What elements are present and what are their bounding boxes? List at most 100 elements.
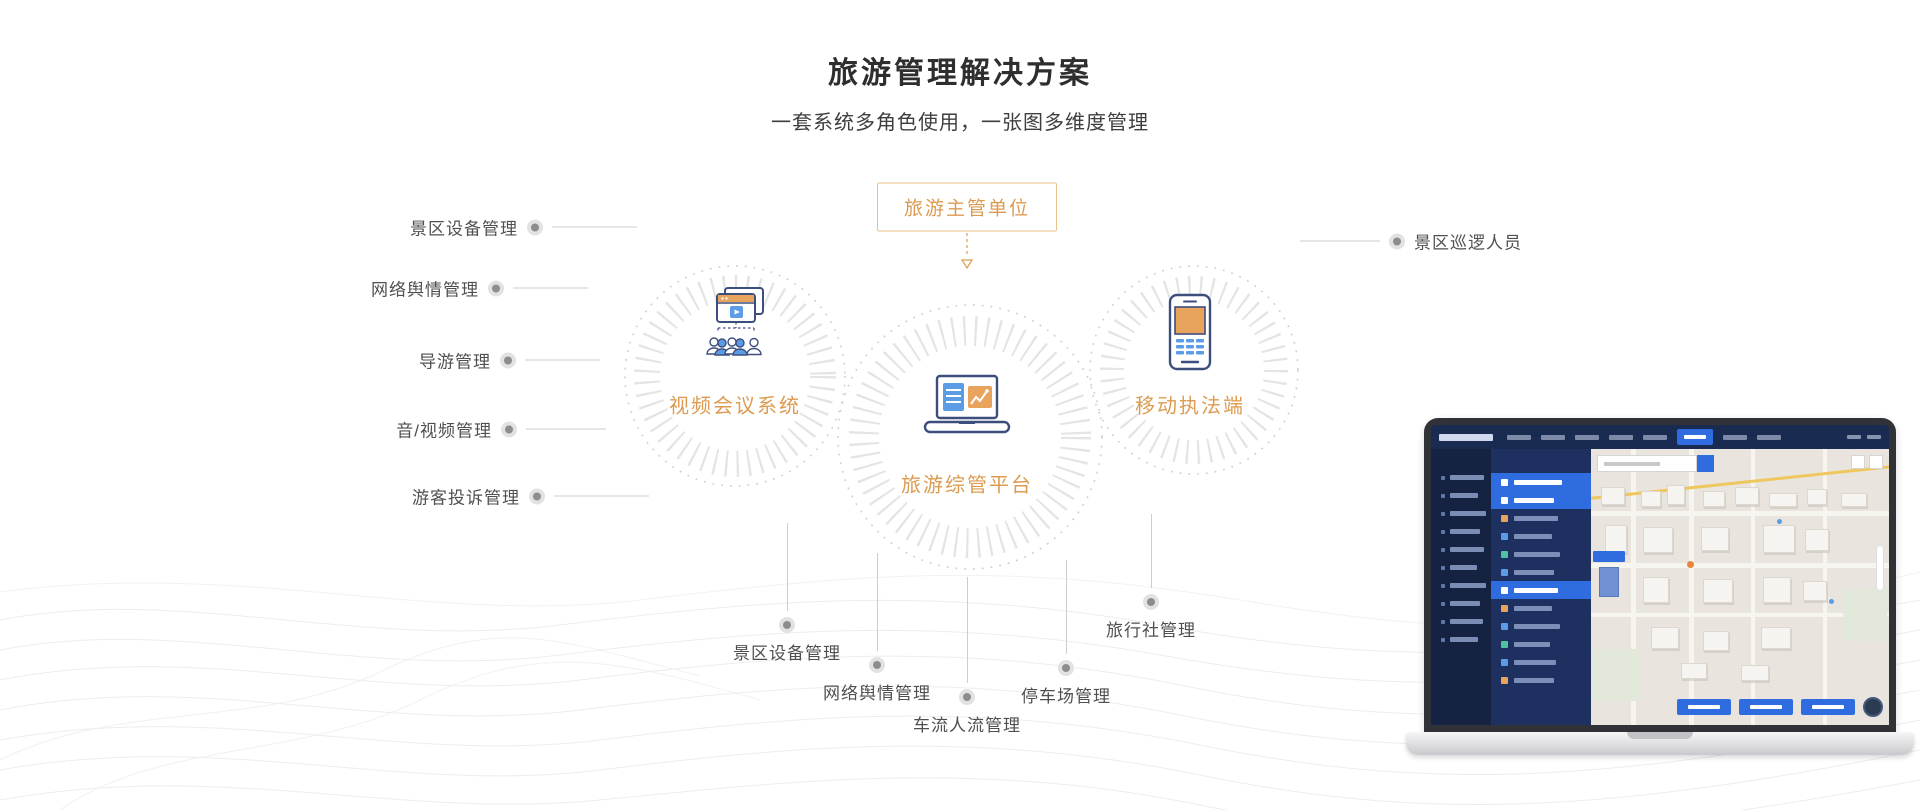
map-road [1751, 449, 1755, 725]
map-road [1591, 563, 1889, 568]
sidebar-item [1441, 601, 1491, 606]
sidebar-item [1441, 493, 1491, 498]
list-item [1491, 671, 1591, 689]
map-action-button [1801, 699, 1855, 715]
map-building [1769, 493, 1797, 507]
map-building [1763, 525, 1795, 553]
dot-marker [1062, 664, 1070, 672]
dot-marker [963, 693, 971, 701]
map-control-button [1851, 455, 1865, 469]
map-building [1807, 489, 1827, 505]
dot-marker [504, 356, 512, 364]
sidebar-item [1441, 475, 1491, 480]
leader-line [526, 428, 606, 430]
leader-line [513, 287, 588, 289]
list-item [1491, 653, 1591, 671]
map-building [1703, 579, 1733, 603]
map-building [1601, 487, 1625, 505]
page-subtitle: 一套系统多角色使用，一张图多维度管理 [771, 112, 1149, 134]
sidebar-item [1441, 637, 1491, 642]
page-title: 旅游管理解决方案 [828, 57, 1092, 90]
leader-left-3: 导游管理 [419, 348, 600, 373]
map-compass-button [1863, 697, 1883, 717]
dot-marker [1393, 237, 1401, 245]
sidebar-item [1441, 547, 1491, 552]
map-green-area [1591, 649, 1639, 701]
nav-tab [1723, 434, 1747, 440]
dashboard-nav-right [1847, 435, 1881, 439]
list-item-active [1491, 581, 1591, 599]
leader-line [552, 226, 637, 228]
nav-tab [1541, 434, 1565, 440]
map-building [1841, 493, 1867, 507]
leader-label: 景区设备管理 [733, 644, 841, 663]
leader-label: 旅行社管理 [1106, 621, 1196, 640]
node-label-mobile: 移动执法端 [1135, 395, 1245, 418]
leader-label: 网络舆情管理 [371, 280, 479, 300]
dashboard-sidebar [1431, 449, 1491, 725]
dashboard-body [1431, 449, 1889, 725]
leader-left-2: 网络舆情管理 [371, 276, 588, 301]
list-item [1491, 563, 1591, 581]
map-building [1643, 577, 1669, 603]
leader-line [1150, 514, 1152, 588]
nav-tab [1609, 434, 1633, 440]
map-building [1701, 527, 1729, 551]
dashboard-logo [1439, 433, 1493, 441]
map-marker-blue [1777, 519, 1782, 524]
map-building [1651, 627, 1679, 649]
map-marker-blue [1829, 599, 1834, 604]
nav-tab [1507, 434, 1531, 440]
sidebar-item [1441, 565, 1491, 570]
leader-bottom-5: 旅行社管理 [1106, 514, 1196, 641]
map-building [1805, 529, 1829, 551]
map-road [1631, 449, 1636, 725]
map-building [1641, 491, 1661, 507]
leader-line [786, 523, 788, 611]
map-green-area [1843, 589, 1887, 641]
leader-bottom-4: 停车场管理 [1021, 560, 1111, 707]
map-action-button [1739, 699, 1793, 715]
list-item [1491, 545, 1591, 563]
leader-bottom-1: 景区设备管理 [733, 523, 841, 664]
list-item-active [1491, 491, 1591, 509]
leader-label: 景区巡逻人员 [1414, 233, 1522, 253]
dashboard-list-panel [1491, 449, 1591, 725]
laptop-notch [1627, 732, 1693, 739]
map-building [1703, 631, 1729, 651]
leader-label: 游客投诉管理 [412, 488, 520, 508]
leader-label: 音/视频管理 [396, 421, 492, 441]
search-input [1597, 455, 1697, 472]
map-building [1643, 527, 1673, 553]
dot-marker [533, 492, 541, 500]
dot-marker [1147, 598, 1155, 606]
leader-label: 景区设备管理 [410, 219, 518, 239]
node-label-video-conference: 视频会议系统 [669, 395, 801, 418]
leader-line [966, 577, 968, 683]
map-building [1605, 525, 1627, 553]
dashboard-screenshot [1431, 425, 1889, 725]
map-road [1591, 511, 1889, 516]
map-highlighted-building [1599, 567, 1619, 597]
leader-bottom-2: 网络舆情管理 [823, 553, 931, 704]
dashboard-navbar [1431, 425, 1889, 449]
laptop-base [1406, 732, 1914, 755]
leader-label: 停车场管理 [1021, 687, 1111, 706]
map-marker-orange [1687, 561, 1694, 568]
top-node-tourism-authority: 旅游主管单位 [876, 182, 1058, 232]
leader-line [1065, 560, 1067, 654]
leader-line [876, 553, 878, 651]
sidebar-item [1441, 511, 1491, 516]
list-item [1491, 617, 1591, 635]
leader-right-1: 景区巡逻人员 [1300, 229, 1522, 254]
map-controls [1851, 455, 1883, 469]
dashboard-map [1591, 449, 1889, 725]
leader-line [554, 495, 649, 497]
mobile-enforcement-icon [1162, 292, 1218, 385]
dot-marker [531, 223, 539, 231]
map-action-button [1677, 699, 1731, 715]
leader-line [1300, 240, 1380, 242]
map-building [1763, 577, 1791, 603]
